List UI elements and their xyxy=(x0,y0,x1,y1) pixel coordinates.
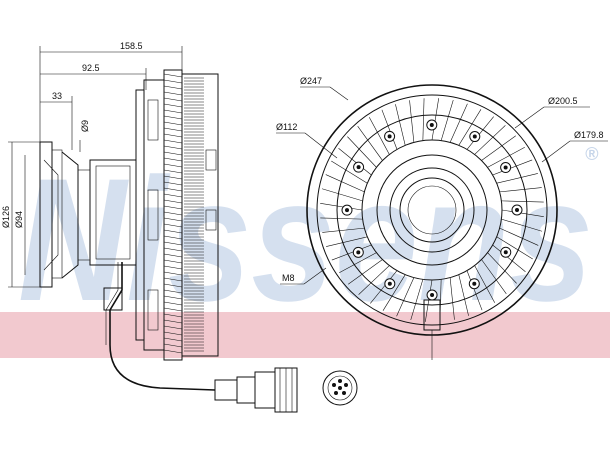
connector-pin-view xyxy=(322,370,358,406)
side-view: 158.5 92.5 33 Ø9 Ø126 Ø94 xyxy=(1,41,358,413)
svg-text:M8: M8 xyxy=(282,273,295,283)
svg-text:Ø179.8: Ø179.8 xyxy=(574,130,604,140)
dim-side-inner: Ø94 xyxy=(14,155,26,275)
dim-bolt-outer: Ø200.5 xyxy=(514,96,590,129)
connector-plug xyxy=(214,367,298,413)
watermark-registered: ® xyxy=(585,144,599,164)
dim-bolt-mid: Ø179.8 xyxy=(541,130,608,163)
svg-text:Ø9: Ø9 xyxy=(80,120,90,132)
svg-text:33: 33 xyxy=(52,91,62,101)
dim-hole: Ø9 xyxy=(79,120,90,152)
svg-text:158.5: 158.5 xyxy=(120,41,143,51)
dim-thread: M8 xyxy=(280,267,327,285)
watermark-logo: Nissens xyxy=(18,143,593,338)
dim-side-outer: Ø126 xyxy=(1,141,40,288)
svg-text:Ø112: Ø112 xyxy=(276,122,297,132)
dim-pilot: Ø112 xyxy=(276,122,338,159)
svg-text:Ø247: Ø247 xyxy=(300,76,322,86)
hub-pilot xyxy=(376,154,488,266)
svg-text:Ø94: Ø94 xyxy=(14,211,24,228)
front-view: Ø247 Ø200.5 Ø112 Ø179.8 M8 xyxy=(276,76,608,360)
dim-mid-length: 92.5 xyxy=(40,63,147,90)
svg-text:Ø200.5: Ø200.5 xyxy=(548,96,578,106)
sensor-cable xyxy=(109,262,216,391)
dim-fan-outer: Ø247 xyxy=(300,76,349,101)
dim-overall-length: 158.5 xyxy=(39,41,183,142)
svg-text:Ø126: Ø126 xyxy=(1,206,11,228)
dim-flange-length: 33 xyxy=(40,91,73,150)
svg-text:92.5: 92.5 xyxy=(82,63,100,73)
watermark-band xyxy=(0,312,610,358)
